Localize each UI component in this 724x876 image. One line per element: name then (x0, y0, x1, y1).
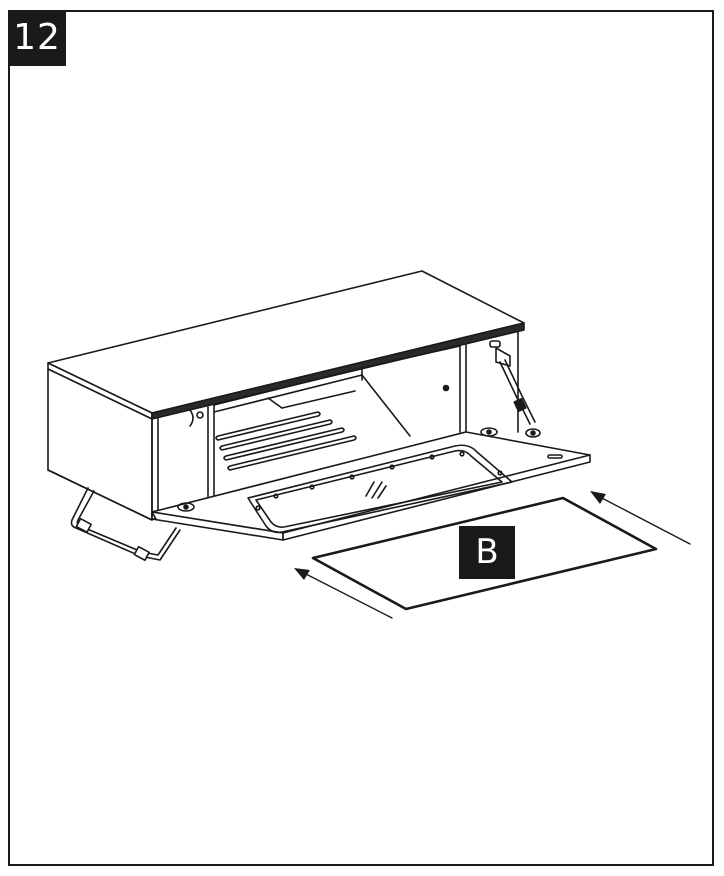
arrow-left-icon (294, 568, 392, 618)
instruction-frame (8, 10, 714, 866)
step-number-badge: 12 (8, 10, 66, 66)
cabinet-legs (72, 488, 181, 560)
cabinet-interior (152, 332, 518, 512)
arrow-left-icon (590, 491, 690, 544)
cable-slots (216, 412, 356, 470)
cabinet-left-side (48, 369, 152, 520)
gas-strut (490, 341, 540, 437)
part-label-badge: B (459, 526, 515, 579)
glass-frame (248, 445, 512, 532)
cabinet-top (48, 271, 524, 419)
